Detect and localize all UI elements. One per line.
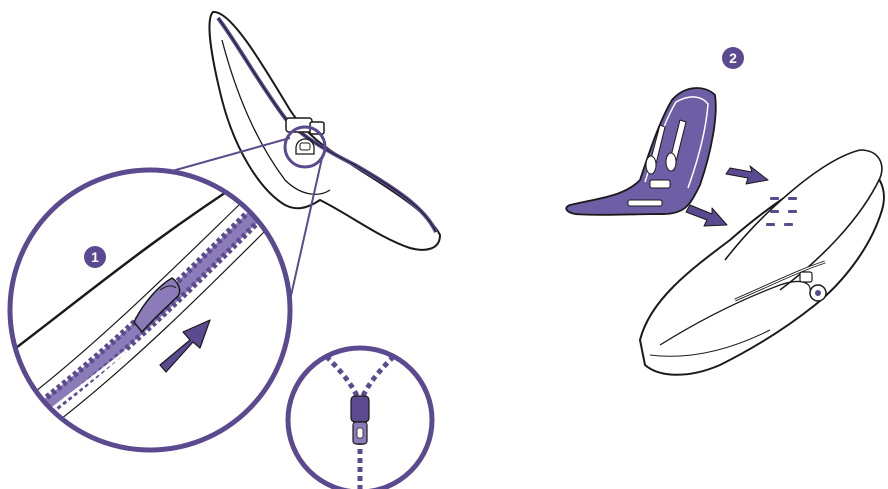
insert-arrow-icon-2 <box>686 205 727 226</box>
zipper-magnifier: 1 <box>0 170 290 450</box>
step-1-badge: 1 <box>84 246 106 268</box>
buckle-close-icon <box>296 139 314 154</box>
step-2-badge: 2 <box>722 47 744 69</box>
step-1-number: 1 <box>91 249 99 265</box>
seat-pad <box>566 88 715 215</box>
zipper-pull-magnifier <box>288 348 432 489</box>
zipper-pull-icon <box>351 396 369 444</box>
step-2-number: 2 <box>729 50 737 66</box>
insert-arrow-icon-1 <box>726 166 768 184</box>
